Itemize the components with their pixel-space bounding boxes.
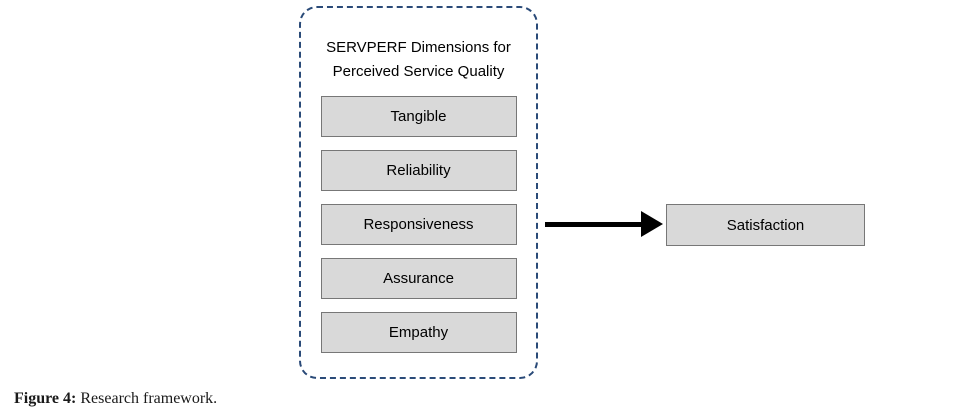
outcome-box-satisfaction: Satisfaction xyxy=(666,204,865,246)
dimension-box-responsiveness: Responsiveness xyxy=(320,204,517,245)
right-arrow xyxy=(545,211,663,237)
figure-caption: Figure 4: Research framework. xyxy=(14,390,217,408)
dimension-box-empathy: Empathy xyxy=(320,312,517,353)
dimension-box-assurance: Assurance xyxy=(320,258,517,299)
figure-caption-label: Figure 4: xyxy=(14,390,77,407)
right-arrow-head-icon xyxy=(641,211,663,237)
figure-caption-text: Research framework. xyxy=(80,390,218,407)
servperf-dimensions-group: SERVPERF Dimensions for Perceived Servic… xyxy=(299,6,538,379)
group-title: SERVPERF Dimensions for Perceived Servic… xyxy=(326,39,511,80)
dimension-box-reliability: Reliability xyxy=(320,150,517,191)
dimension-box-tangible: Tangible xyxy=(320,96,517,137)
right-arrow-shaft xyxy=(545,221,643,227)
